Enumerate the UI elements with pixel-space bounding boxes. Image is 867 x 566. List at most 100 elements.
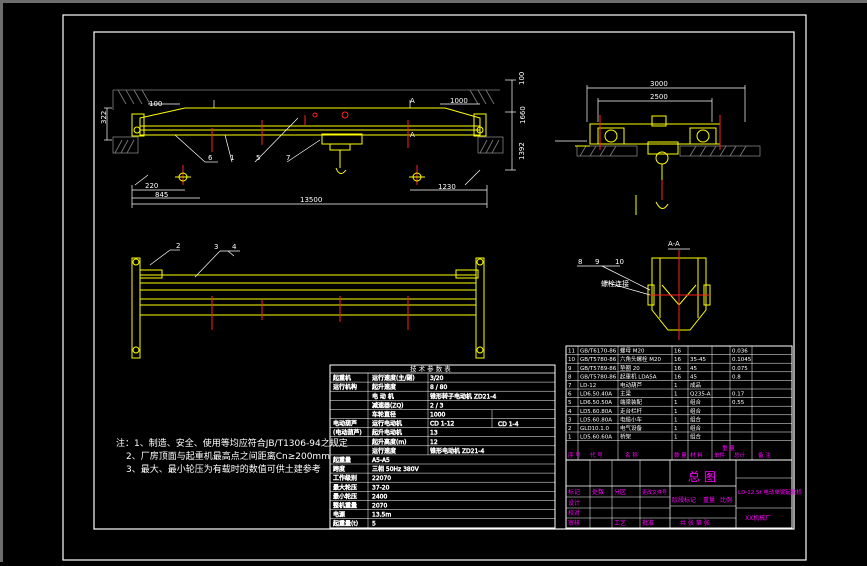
leader-5: 5 [256,154,260,162]
parts-qty: 1 [674,435,678,441]
parts-no: 3 [568,417,572,423]
title-row-change: 更改文件号 [642,489,667,496]
title-drawing-name: 总 图 [688,470,716,484]
parts-weight: 0.8 [732,374,741,380]
parts-code: LD6.50.50A [580,400,612,406]
parts-no: 6 [568,392,572,398]
outer-sheet-border [62,14,807,561]
dim-3000: 3000 [650,80,668,88]
spec-item: 运行速度 [372,447,396,455]
title-product: LD-12.5t 电动单梁起重机 [738,488,802,496]
spec-group: (电动葫芦) [333,429,362,437]
spec-group: 起重机 [333,374,351,382]
parts-weight: 0.1045 [732,357,752,363]
parts-material: 组合 [690,415,702,423]
parts-name: 螺母 M20 [620,347,645,355]
parts-material: Q235-A [690,392,711,398]
parts-no: 8 [568,374,572,380]
spec-group: 电动葫芦 [333,420,357,428]
parts-material: 组合 [690,398,702,406]
parts-code: LD5.60.80A [580,409,612,415]
parts-header: 代 号 [590,451,603,459]
parts-qty: 16 [674,349,681,355]
parts-header: 名 称 [625,451,638,459]
parts-no: 10 [568,357,575,363]
leader-10: 10 [615,258,624,266]
parts-qty: 1 [674,426,678,432]
parts-no: 7 [568,383,572,389]
parts-qty: 1 [674,409,678,415]
parts-code: LD6.50.40A [580,392,612,398]
parts-qty: 16 [674,357,681,363]
dim-13500: 13500 [300,196,322,204]
leader-9: 9 [595,258,599,266]
parts-name: 主梁 [620,390,632,398]
spec-value: 5 [372,521,376,528]
parts-code: LD5.60.60A [580,435,612,441]
parts-name: 起重机 LDA5A [620,372,657,380]
spec-item: 电 动 机 [372,392,394,400]
dim-2500: 2500 [650,93,668,101]
parts-qty: 1 [674,383,678,389]
spec-group: 工作级别 [333,474,357,482]
parts-code: GB/T5780-86 [580,374,617,380]
front-view: 322 100 1000 100 1660 1392 220 845 1230 … [100,72,527,208]
note-line-2: 2、厂房顶面与起重机最高点之间距离Cn≥200mm [126,452,330,462]
parts-qty: 1 [674,400,678,406]
title-scale: 比例 [720,496,732,504]
parts-qty: 16 [674,366,681,372]
parts-no: 4 [568,409,572,415]
spec-group: 最大轮压 [333,483,357,491]
parts-no: 9 [568,366,572,372]
parts-name: 电缆小车 [620,415,643,423]
parts-no: 5 [568,400,572,406]
parts-header: 备 注 [758,451,771,459]
parts-no: 11 [568,349,575,355]
dim-100-top: 100 [149,100,162,108]
spec-value: 12 [430,439,438,446]
inner-drawing-frame [93,31,795,530]
title-block: 总 图 LD-12.5t 电动单梁起重机 XX机械厂 阶段标记 重量 比例 共 … [565,459,802,529]
spec-value: 22070 [372,475,391,482]
spec-value: 三相 50Hz 380V [372,465,420,473]
leader-2: 2 [176,242,180,250]
parts-code: GLD10.1.0 [580,426,610,432]
parts-header: 数 量 [674,451,687,459]
parts-name: 桥架 [620,433,632,441]
parts-name: 电气设备 [620,424,643,432]
spec-value: CD 1-12 [430,421,455,428]
parts-name: 走台栏杆 [620,407,643,415]
spec-item: 减速器(ZQ) [372,401,404,409]
spec-item: 起升高度(m) [372,438,407,446]
section-note: 螺栓连接 [601,279,629,288]
title-role-process: 工艺 [614,519,626,527]
section-mark-a-left: A [410,97,415,105]
spec-item: 运行电动机 [372,420,402,428]
plan-view: 2 3 4 [131,242,485,359]
parts-material: 35-45 [690,357,706,363]
leader-8: 8 [578,258,582,266]
spec-value: A5-A5 [372,457,390,464]
spec-value: 13 [430,430,438,437]
title-role-design: 设计 [568,499,580,507]
section-a-a-view: A-A 8 9 10 螺栓连接 [577,240,711,340]
parts-header: 总计 [734,451,746,459]
spec-value: 2 / 3 [430,402,444,409]
title-sheets: 共 张 第 张 [680,519,710,527]
leader-4: 4 [232,243,237,251]
parts-code: LD5.60.80A [580,417,612,423]
title-role-approve: 批准 [642,519,654,527]
parts-weight-header: 重 量 [722,444,735,452]
title-row-mark: 标记 [568,488,580,496]
parts-code: GB/T5789-86 [580,366,617,372]
parts-material: 45 [690,374,697,380]
title-row-count: 处数 [592,488,604,496]
parts-qty: 1 [674,417,678,423]
spec-value: 1000 [430,412,445,419]
leader-6: 6 [208,154,213,162]
parts-code: GB/T6170-86 [580,349,617,355]
